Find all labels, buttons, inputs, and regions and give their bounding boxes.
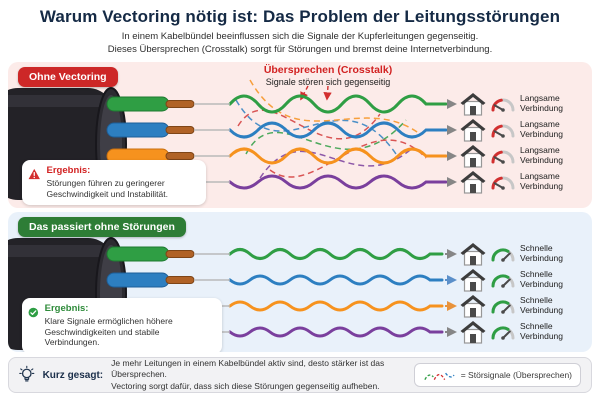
crosstalk-callout: Übersprechen (Crosstalk) Signale stören …	[243, 64, 413, 87]
speed-gauge-fast-icon	[491, 326, 515, 340]
speed-gauge-slow-icon	[491, 98, 515, 112]
signal-waves-disturbed	[228, 94, 448, 190]
speed-gauge-fast-icon	[491, 300, 515, 314]
summary-bar: Kurz gesagt: Je mehr Leitungen in einem …	[8, 357, 592, 393]
result-box-positive: Ergebnis: Klare Signale ermöglichen höhe…	[22, 298, 222, 352]
signal-waves-clean	[228, 248, 444, 338]
summary-text-line-1: Je mehr Leitungen in einem Kabelbündel a…	[111, 357, 385, 380]
connection-label: Schnelle Verbindung	[520, 321, 564, 341]
clean-scene-svg	[8, 237, 457, 351]
speed-gauge-slow-icon	[491, 176, 515, 190]
result-content: Ergebnis: Klare Signale ermöglichen höhe…	[45, 303, 214, 348]
speed-gauge-slow-icon	[491, 124, 515, 138]
connection-label: Langsame Verbindung	[520, 119, 564, 139]
warning-triangle-icon	[28, 168, 40, 180]
panel-without-vectoring: Ohne Vectoring Übersprechen (Crosstalk) …	[8, 62, 592, 208]
house-icon	[460, 92, 486, 116]
house-row: Schnelle Verbindung	[460, 319, 578, 345]
page-subtitle: In einem Kabelbündel beeinflussen sich d…	[0, 31, 600, 57]
house-row: Langsame Verbindung	[460, 143, 578, 169]
house-icon	[460, 118, 486, 142]
summary-label: Kurz gesagt:	[42, 369, 104, 381]
subtitle-line-2: Dieses Übersprechen (Crosstalk) sorgt fü…	[107, 43, 493, 55]
crosstalk-pointer-arrows	[300, 85, 332, 101]
crosstalk-legend: = Störsignale (Übersprechen)	[413, 363, 581, 387]
house-row: Langsame Verbindung	[460, 169, 578, 195]
lightbulb-icon	[19, 365, 35, 382]
connection-label: Schnelle Verbindung	[520, 269, 564, 289]
legend-text: = Störsignale (Übersprechen)	[460, 370, 572, 380]
summary-text: Je mehr Leitungen in einem Kabelbündel a…	[111, 358, 398, 392]
house-icon	[460, 170, 486, 194]
crosstalk-subtitle: Signale stören sich gegenseitig	[265, 77, 391, 87]
house-row: Langsame Verbindung	[460, 117, 578, 143]
house-icon	[460, 294, 486, 318]
result-title: Ergebnis:	[46, 165, 91, 176]
connection-label: Schnelle Verbindung	[520, 243, 564, 263]
result-text: Klare Signale ermöglichen höhere Geschwi…	[44, 315, 173, 348]
badge-ohne-vectoring: Ohne Vectoring	[18, 67, 118, 87]
result-text: Störungen führen zu geringerer Geschwind…	[46, 177, 168, 199]
house-row: Schnelle Verbindung	[460, 267, 578, 293]
panel-clean-signals: Das passiert ohne Störungen Schnelle Ver…	[8, 212, 592, 352]
house-row: Schnelle Verbindung	[460, 293, 578, 319]
page-title: Warum Vectoring nötig ist: Das Problem d…	[39, 7, 561, 26]
crosstalk-squiggles-icon	[424, 372, 455, 381]
speed-gauge-slow-icon	[491, 150, 515, 164]
connection-label: Langsame Verbindung	[520, 171, 564, 191]
connection-label: Schnelle Verbindung	[520, 295, 564, 315]
result-content: Ergebnis: Störungen führen zu geringerer…	[47, 165, 198, 199]
subtitle-line-1: In einem Kabelbündel beeinflussen sich d…	[121, 31, 479, 42]
crosstalk-scene-svg	[8, 79, 457, 201]
connection-label: Langsame Verbindung	[520, 145, 564, 165]
house-row: Langsame Verbindung	[460, 91, 578, 117]
speed-gauge-fast-icon	[491, 274, 515, 288]
house-row: Schnelle Verbindung	[460, 241, 578, 267]
summary-text-line-2: Vectoring sorgt dafür, dass sich diese S…	[111, 380, 380, 391]
badge-ohne-stoerungen: Das passiert ohne Störungen	[18, 217, 186, 237]
delivery-arrows	[447, 99, 457, 187]
speed-gauge-fast-icon	[491, 248, 515, 262]
house-icon	[460, 268, 486, 292]
house-rows-slow: Langsame Verbindung Langsame Verbindung …	[460, 91, 578, 195]
house-icon	[460, 242, 486, 266]
house-icon	[460, 144, 486, 168]
house-rows-fast: Schnelle Verbindung Schnelle Verbindung …	[460, 241, 578, 345]
connection-label: Langsame Verbindung	[520, 93, 564, 113]
check-circle-icon	[28, 307, 39, 318]
house-icon	[460, 320, 486, 344]
crosstalk-title: Übersprechen (Crosstalk)	[263, 64, 393, 76]
result-box-negative: Ergebnis: Störungen führen zu geringerer…	[22, 160, 206, 206]
delivery-arrows	[445, 249, 457, 337]
result-title: Ergebnis:	[44, 303, 89, 314]
